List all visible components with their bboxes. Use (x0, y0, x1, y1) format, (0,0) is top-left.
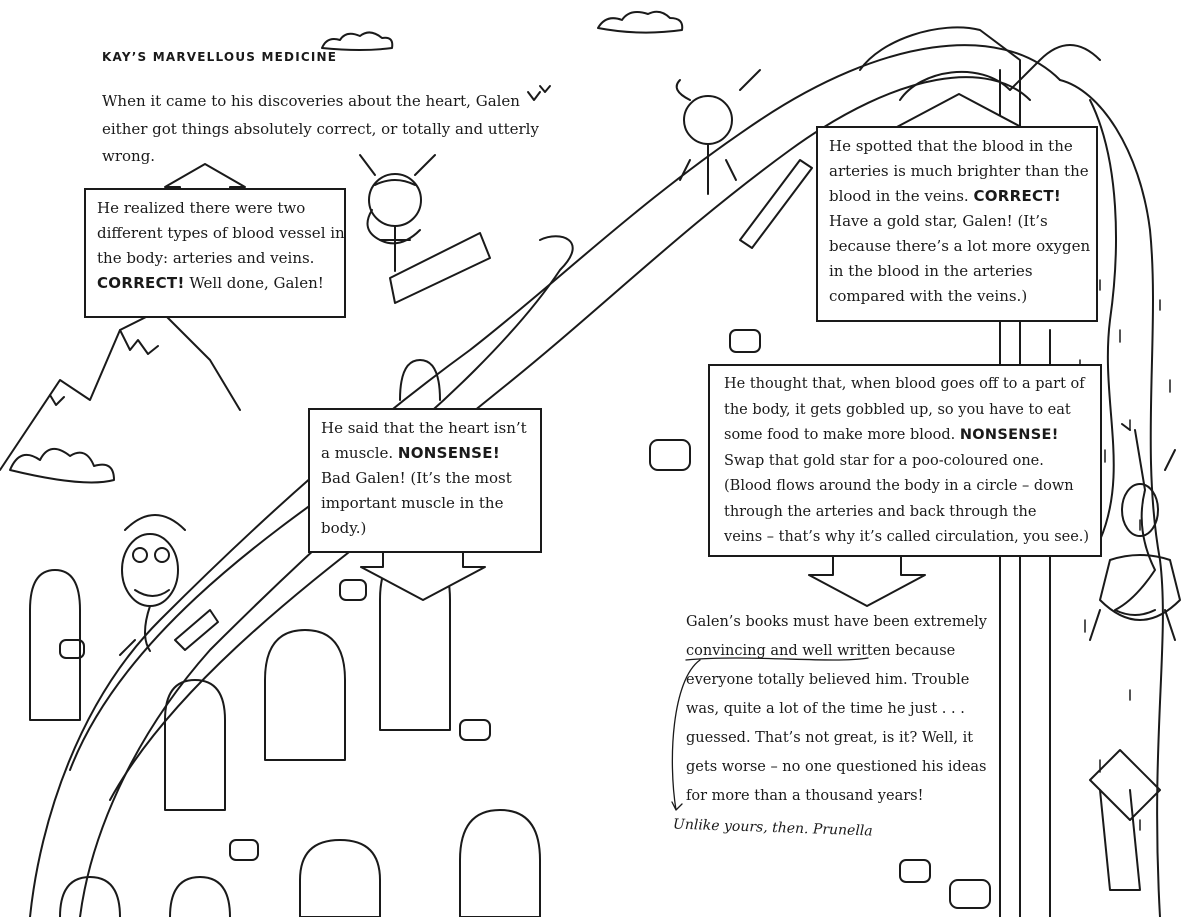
callout-line: because there’s a lot more oxygen (829, 237, 1091, 255)
underlined-phrase: convincing and well written (686, 643, 891, 659)
intro-line: either got things absolutely correct, or… (102, 119, 539, 138)
handwritten-bracket (671, 659, 701, 811)
callout-line: He spotted that the blood in the (829, 137, 1073, 155)
cloud-right (597, 10, 684, 34)
callout-box-arteries: He spotted that the blood in the arterie… (816, 126, 1098, 322)
callout-box-vessels: He realized there were two different typ… (84, 188, 346, 318)
arrow-box2 (360, 551, 486, 601)
book-title-header: KAY’S MARVELLOUS MEDICINE (102, 50, 338, 64)
callout-line: He said that the heart isn’t (321, 419, 527, 437)
verdict-correct: CORRECT! (973, 187, 1062, 205)
callout-line: veins – that’s why it’s called circulati… (724, 529, 1090, 545)
arch (459, 809, 541, 917)
verdict-nonsense: NONSENSE! (959, 427, 1059, 443)
callout-line: (Blood flows around the body in a circle… (724, 478, 1074, 494)
callout-text: blood in the veins. (829, 187, 974, 205)
callout-line: CORRECT! Well done, Galen! (97, 271, 334, 296)
slide-lower-inner (109, 519, 391, 801)
callout-text: some food to make more blood. (724, 427, 960, 443)
prunella-figure (1089, 423, 1181, 641)
verdict-nonsense: NONSENSE! (397, 444, 500, 462)
galen-figure-right (675, 69, 813, 249)
bushes (9, 448, 115, 484)
arch (299, 839, 381, 917)
arch (164, 679, 226, 811)
callout-line: Bad Galen! (It’s the most (321, 469, 512, 487)
callout-line: body.) (321, 519, 367, 537)
callout-line: in the blood in the arteries (829, 262, 1033, 280)
stone-tablet (1089, 749, 1161, 891)
callout-box-circulation: He thought that, when blood goes off to … (708, 364, 1102, 557)
arrow-box4 (808, 555, 926, 607)
callout-line: blood in the veins. CORRECT! (829, 184, 1086, 209)
arch (169, 876, 231, 917)
arch (59, 876, 121, 917)
closing-line: Galen’s books must have been extremely (686, 614, 988, 630)
callout-line: different types of blood vessel in (97, 224, 345, 242)
callout-line: Swap that gold star for a poo-coloured o… (724, 452, 1044, 469)
callout-line: He realized there were two (97, 199, 306, 217)
mountain-snow (49, 329, 159, 406)
closing-line: gets worse – no one questioned his ideas (686, 759, 987, 775)
callout-line: a muscle. NONSENSE! (321, 441, 530, 466)
handwritten-underline (685, 657, 869, 661)
closing-line: guessed. That’s not great, is it? Well, … (686, 730, 974, 746)
callout-line: important muscle in the (321, 494, 504, 512)
birds (527, 85, 551, 101)
callout-line: some food to make more blood. NONSENSE! (724, 423, 1090, 449)
arch (399, 359, 441, 401)
closing-text: because (890, 643, 956, 659)
callout-line: through the arteries and back through th… (724, 503, 1037, 520)
verdict-correct: CORRECT! (97, 274, 185, 292)
callout-text: Well done, Galen! (184, 274, 324, 292)
callout-line: arteries is much brighter than the (829, 162, 1089, 180)
arch (264, 629, 346, 761)
closing-paragraph: Galen’s books must have been extremely c… (686, 608, 987, 811)
mountain (0, 309, 241, 471)
waterfall (1059, 79, 1164, 917)
intro-paragraph: When it came to his discoveries about th… (102, 88, 539, 171)
stones (59, 329, 991, 909)
galen-figure-middle (119, 514, 219, 656)
callout-line: He thought that, when blood goes off to … (724, 376, 1085, 392)
closing-line: everyone totally believed him. Trouble (686, 672, 970, 688)
callout-line: Have a gold star, Galen! (It’s (829, 212, 1048, 230)
callout-box-heart-muscle: He said that the heart isn’t a muscle. N… (308, 408, 542, 553)
cloud-left (321, 31, 394, 51)
galen-figure-top (359, 154, 491, 304)
tower-left-edge (859, 26, 1021, 917)
slide-inner (79, 76, 1031, 917)
callout-line: the body: arteries and veins. (97, 249, 315, 267)
intro-line: wrong. (102, 147, 156, 165)
callout-line: compared with the veins.) (829, 287, 1028, 305)
intro-line: When it came to his discoveries about th… (102, 92, 520, 110)
tower-top (899, 44, 1101, 101)
closing-line: for more than a thousand years! (686, 788, 924, 804)
callout-text: a muscle. (321, 444, 398, 462)
closing-line: was, quite a lot of the time he just . .… (686, 701, 965, 717)
closing-line: convincing and well written because (686, 637, 987, 666)
callout-line: the body, it gets gobbled up, so you hav… (724, 401, 1071, 418)
arch (29, 569, 81, 721)
